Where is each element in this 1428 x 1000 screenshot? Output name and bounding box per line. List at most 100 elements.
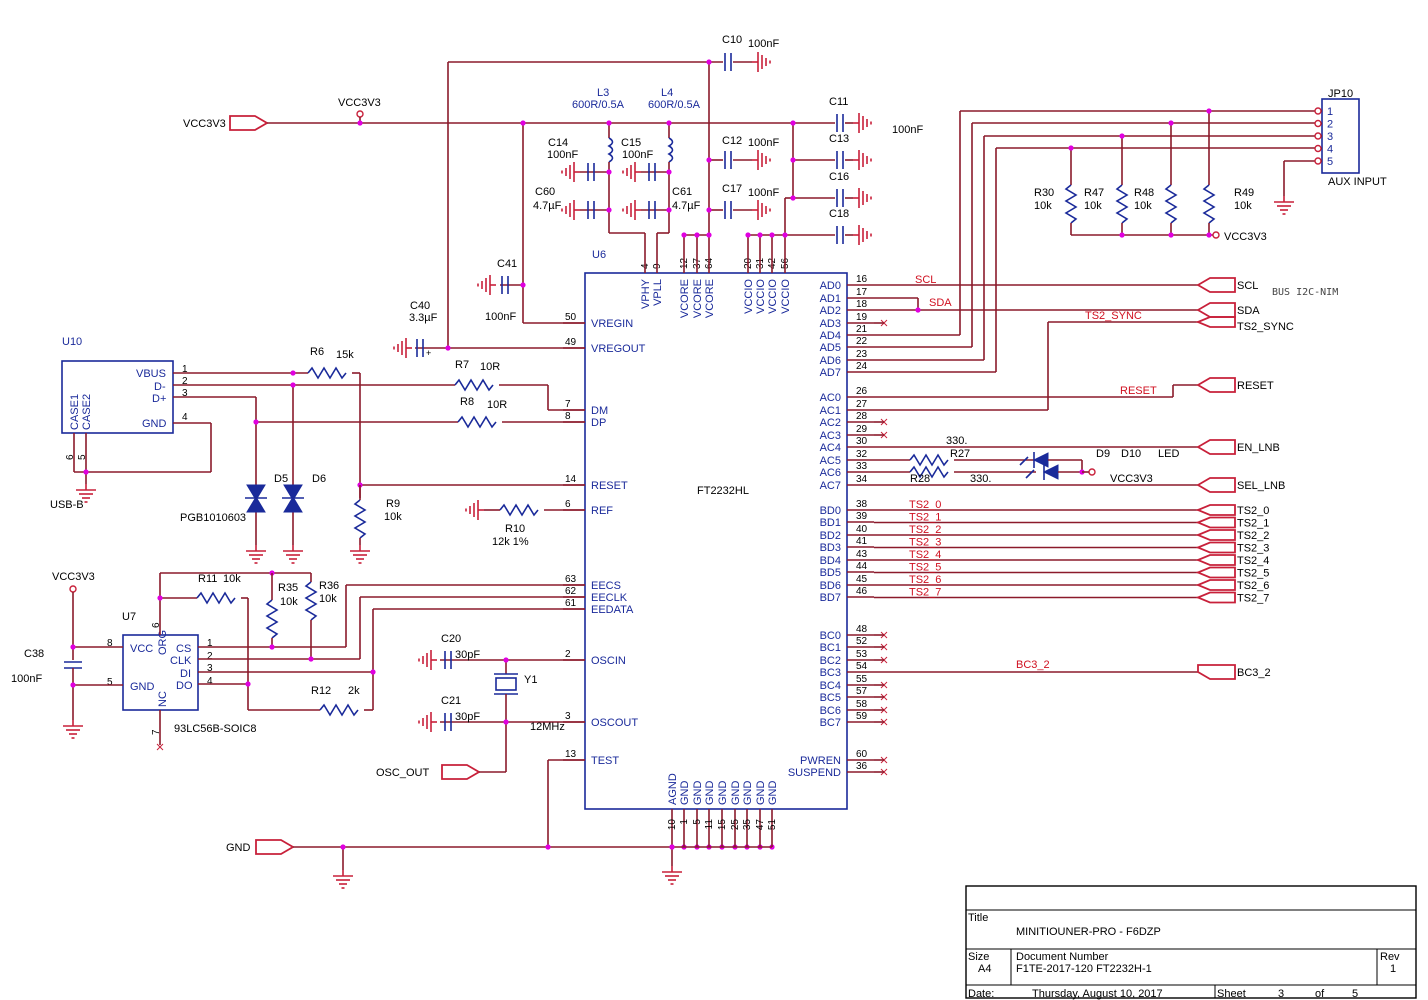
u6-pin-num: 33: [856, 461, 868, 472]
u6-pin-name: VCORE: [679, 279, 691, 318]
svg-text:3: 3: [182, 388, 188, 399]
svg-text:R49: R49: [1234, 187, 1254, 199]
svg-text:BUS I2C-NIM: BUS I2C-NIM: [1272, 287, 1338, 298]
u6-pin-name: VREGOUT: [591, 343, 646, 355]
u6-pin-num: 53: [856, 649, 868, 660]
u6-pin-name: AC3: [820, 430, 841, 442]
ts-port[interactable]: [1195, 516, 1236, 529]
c60-ref: C60: [535, 186, 555, 198]
title-block: Title MINITIOUNER-PRO - F6DZP Size A4 Do…: [965, 885, 1417, 1000]
u6-pin-name: VCORE: [692, 279, 704, 318]
svg-text:R28: R28: [910, 473, 930, 485]
ts-wire-label: TS2_3: [909, 537, 941, 549]
svg-text:Date:: Date:: [968, 988, 994, 1000]
u6-pin-num: 29: [856, 424, 868, 435]
svg-text:R11: R11: [198, 573, 217, 585]
svg-text:93LC56B-SOIC8: 93LC56B-SOIC8: [174, 723, 257, 735]
u6-body: [584, 272, 848, 810]
port-ts2_sync[interactable]: [1195, 316, 1236, 328]
svg-text:ORG: ORG: [157, 630, 169, 655]
u6-pin-num: 50: [565, 312, 577, 323]
right-side-nets: SCL SDA BUS I2C-NIM TS2_SYNC RESET: [874, 108, 1338, 673]
svg-text:A4: A4: [978, 963, 991, 975]
u6-pin-name: AC5: [820, 455, 841, 467]
c10-ref: C10: [722, 34, 742, 46]
u6-pin-num: 43: [856, 549, 868, 560]
svg-text:DI: DI: [180, 668, 191, 680]
c15-val: 100nF: [622, 149, 653, 161]
u6-left-pins: 50VREGIN49VREGOUT7DM8DP14RESET6REF63EECS…: [563, 312, 646, 767]
u6-pin-num: 21: [856, 324, 868, 335]
bc3-2-port[interactable]: [1197, 664, 1236, 680]
svg-text:Y1: Y1: [524, 674, 537, 686]
u6-pin-name: AC6: [820, 467, 841, 479]
u6-pin-num: 54: [856, 661, 868, 672]
port-sel_lnb[interactable]: [1196, 477, 1236, 493]
osc-out-port[interactable]: [441, 764, 481, 780]
u6-pin-num: 63: [565, 574, 577, 585]
ts-port[interactable]: [1195, 566, 1236, 579]
svg-text:1: 1: [207, 638, 213, 649]
svg-text:F1TE-2017-120 FT2232H-1: F1TE-2017-120 FT2232H-1: [1016, 963, 1152, 975]
ts-port[interactable]: [1195, 591, 1236, 604]
port-en_lnb[interactable]: [1196, 439, 1236, 455]
ts-port[interactable]: [1195, 541, 1236, 554]
ts-port[interactable]: [1195, 504, 1236, 516]
u6-pin-name: GND: [755, 781, 767, 806]
gnd-port[interactable]: [255, 839, 295, 855]
u6-pin-name: BC1: [820, 642, 841, 654]
u6-pin-num: 19: [856, 312, 868, 323]
svg-text:7: 7: [151, 729, 162, 735]
svg-text:R9: R9: [386, 498, 400, 510]
u6-pin-name: VREGIN: [591, 318, 633, 330]
ts-wire-label: TS2_2: [909, 524, 941, 536]
port-sda[interactable]: [1196, 302, 1236, 318]
l4-ref: L4: [661, 87, 673, 99]
svg-text:D5: D5: [274, 473, 288, 485]
port-label: RESET: [1237, 380, 1274, 392]
u6-pin-num: 48: [856, 624, 868, 635]
svg-text:CASE1: CASE1: [69, 394, 81, 430]
u6-ref: U6: [592, 249, 606, 261]
svg-text:Title: Title: [968, 912, 988, 924]
svg-text:R36: R36: [319, 580, 339, 592]
u6-pin-name: AC1: [820, 405, 841, 417]
svg-text:PGB1010603: PGB1010603: [180, 512, 246, 524]
c14-val: 100nF: [547, 149, 578, 161]
u10-name: USB-B: [50, 499, 84, 511]
u6-pin-name: BC7: [820, 717, 841, 729]
u6-pin-name: TEST: [591, 755, 619, 767]
u6-pin-num: 46: [856, 586, 868, 597]
port-scl[interactable]: [1196, 277, 1236, 293]
u6-pin-name: EECS: [591, 580, 621, 592]
svg-text:2: 2: [182, 376, 188, 387]
u6-pin-name: AC7: [820, 480, 841, 492]
port-reset[interactable]: [1196, 377, 1236, 393]
u6-pin-name: REF: [591, 505, 613, 517]
u6-pin-name: BD2: [820, 530, 841, 542]
u6-pin-name: BC0: [820, 630, 841, 642]
svg-text:C20: C20: [441, 633, 461, 645]
u6-pin-name: BC5: [820, 692, 841, 704]
svg-text:DO: DO: [176, 680, 193, 692]
vcc3v3-port[interactable]: [229, 115, 269, 131]
u6-pin-name: BD1: [820, 517, 841, 529]
u6-name: FT2232HL: [697, 485, 749, 497]
svg-text:R6: R6: [310, 346, 324, 358]
ts-port[interactable]: [1195, 529, 1236, 541]
ts-port[interactable]: [1195, 579, 1236, 591]
u6-pin-num: 59: [856, 711, 868, 722]
svg-text:GND: GND: [130, 681, 155, 693]
svg-text:Thursday, August 10, 2017: Thursday, August 10, 2017: [1032, 988, 1163, 1000]
ts-wire-label: TS2_1: [909, 512, 941, 524]
ts-port[interactable]: [1195, 554, 1236, 566]
u6-pin-num: 39: [856, 511, 868, 522]
svg-text:VCC3V3: VCC3V3: [1224, 231, 1267, 243]
svg-text:Document Number: Document Number: [1016, 951, 1109, 963]
u6-pin-num: 14: [565, 474, 577, 485]
svg-text:D-: D-: [154, 381, 166, 393]
u6-pin-name: DM: [591, 405, 608, 417]
l4-val: 600R/0.5A: [648, 99, 701, 111]
svg-text:VCC3V3: VCC3V3: [1110, 473, 1153, 485]
u6-pin-num: 35: [742, 819, 753, 831]
